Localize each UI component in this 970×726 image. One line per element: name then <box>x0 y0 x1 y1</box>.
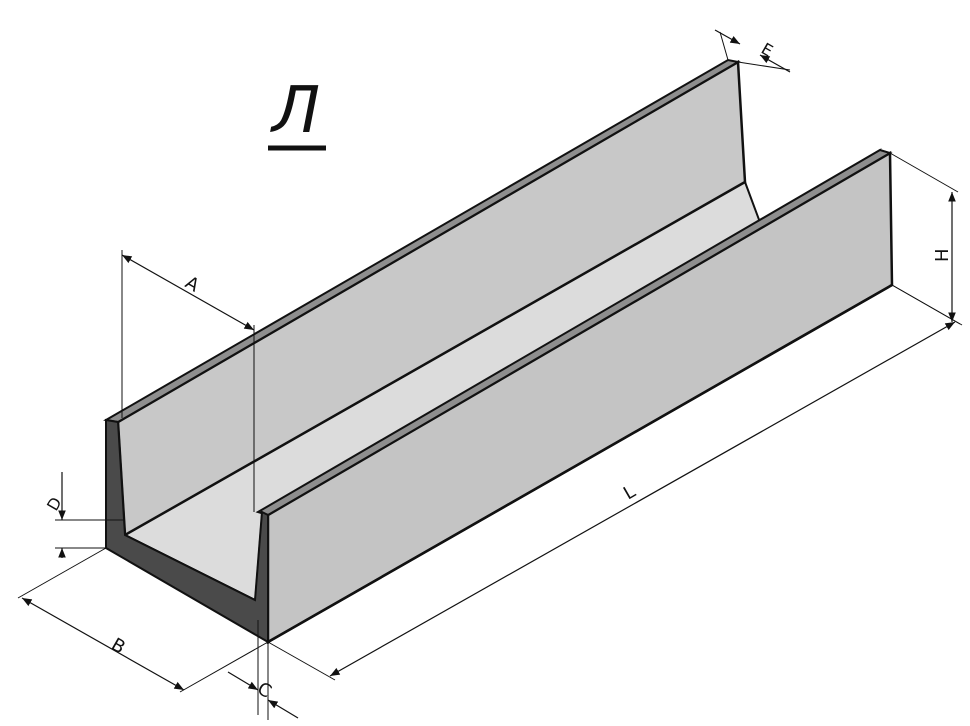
dimension-a-label: A <box>182 272 204 297</box>
dimension-c-label: C <box>254 678 275 702</box>
dimension-e-label: E <box>758 39 776 61</box>
dimension-h-label: H <box>932 248 953 262</box>
dimension-l-label: L <box>620 481 639 504</box>
end-section-profile <box>105 418 269 644</box>
dimension-b-label: B <box>108 634 129 658</box>
diagram-title: Л <box>270 74 320 148</box>
dimension-h: H <box>889 152 961 325</box>
